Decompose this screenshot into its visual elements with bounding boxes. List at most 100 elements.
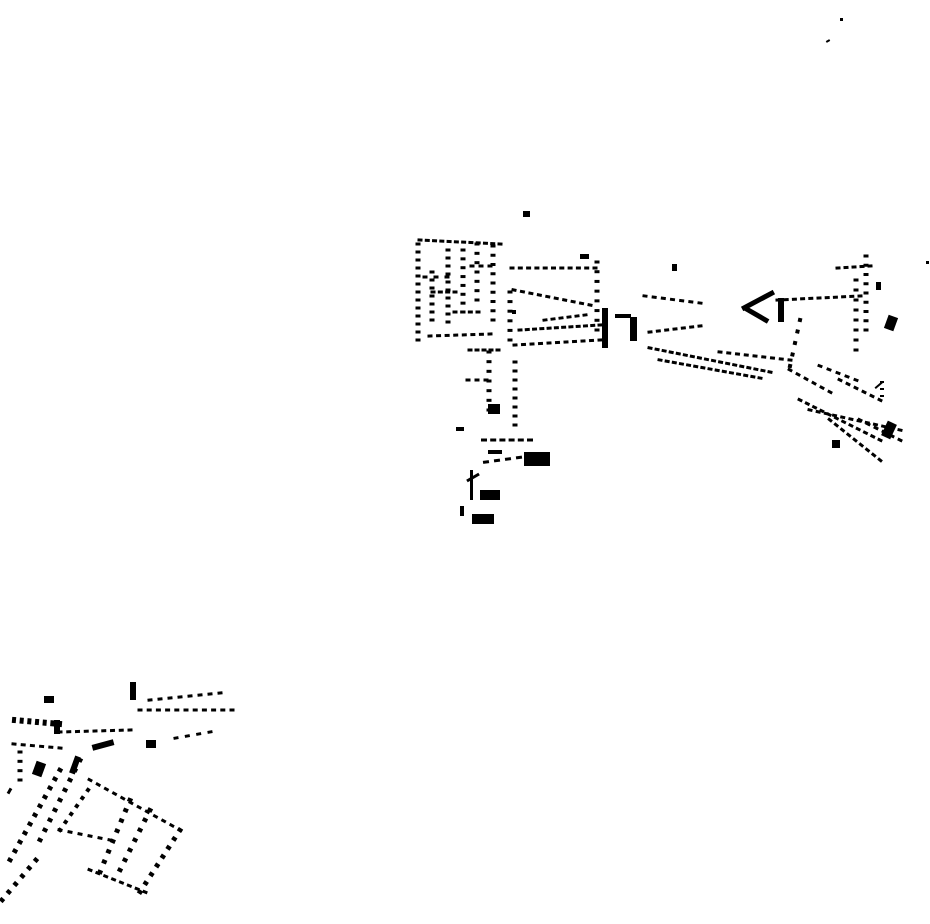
building-footprint (853, 338, 859, 342)
building-footprint (897, 437, 903, 443)
building-footprint (97, 836, 103, 840)
building-footprint (553, 296, 559, 301)
building-footprint (101, 858, 108, 865)
building-footprint (445, 256, 451, 260)
building-footprint (880, 388, 884, 390)
building-footprint (490, 263, 496, 266)
building-footprint (415, 314, 421, 318)
building-footprint (561, 298, 568, 302)
building-footprint (177, 695, 183, 699)
building-footprint (512, 396, 518, 400)
building-footprint (724, 361, 731, 366)
building-footprint (118, 880, 125, 885)
building-footprint (142, 889, 148, 895)
building-footprint (853, 288, 859, 292)
building-footprint (594, 260, 600, 264)
building-footprint (542, 318, 548, 322)
building-footprint (526, 266, 532, 270)
building-footprint (804, 401, 811, 407)
building-footprint (584, 266, 590, 270)
building-footprint (742, 305, 770, 324)
building-footprint (787, 363, 793, 369)
building-footprint (429, 302, 435, 306)
building-footprint (827, 389, 833, 395)
building-footprint (824, 295, 830, 300)
building-footprint (445, 264, 451, 268)
building-footprint (597, 323, 603, 327)
building-footprint (415, 266, 421, 270)
building-footprint (461, 333, 467, 337)
building-footprint (461, 240, 467, 244)
building-footprint (429, 278, 435, 282)
building-footprint (876, 282, 881, 290)
building-footprint (869, 393, 875, 399)
building-footprint (797, 397, 803, 403)
building-footprint (852, 437, 858, 443)
building-footprint (445, 304, 451, 308)
building-footprint (849, 294, 855, 299)
building-footprint (594, 279, 600, 283)
building-footprint (845, 381, 851, 387)
building-footprint (474, 378, 480, 382)
building-footprint (32, 856, 40, 864)
building-footprint (157, 697, 163, 701)
building-footprint (833, 422, 840, 428)
building-footprint (424, 238, 430, 242)
building-footprint (524, 327, 530, 332)
building-footprint (201, 708, 207, 712)
building-footprint (515, 455, 523, 460)
building-footprint (853, 298, 859, 302)
building-footprint (853, 328, 859, 332)
building-footprint (31, 812, 39, 818)
building-footprint (795, 329, 800, 334)
building-footprint (511, 288, 517, 292)
building-footprint (615, 314, 631, 318)
building-footprint (848, 417, 854, 422)
building-footprint (26, 821, 34, 827)
building-footprint (536, 293, 543, 297)
building-footprint (95, 782, 102, 788)
building-footprint (792, 340, 798, 346)
building-footprint (460, 310, 466, 314)
building-footprint (103, 786, 110, 792)
building-footprint (769, 356, 776, 360)
building-footprint (689, 325, 695, 329)
building-footprint (554, 340, 561, 345)
building-footprint (778, 298, 784, 322)
building-footprint (594, 270, 600, 274)
building-footprint (594, 318, 600, 322)
building-footprint (195, 732, 202, 736)
building-footprint (490, 309, 496, 313)
building-footprint (51, 807, 59, 813)
building-footprint (512, 369, 518, 373)
building-footprint (474, 298, 480, 302)
building-footprint (594, 299, 600, 303)
building-footprint (153, 862, 161, 869)
building-footprint (474, 348, 480, 352)
building-footprint (173, 736, 179, 740)
building-footprint (851, 265, 857, 269)
building-footprint (429, 294, 435, 298)
building-footprint (790, 352, 795, 357)
building-footprint (415, 322, 421, 326)
building-footprint (184, 734, 191, 738)
building-footprint (468, 240, 474, 245)
building-footprint (490, 244, 496, 248)
building-footprint (703, 357, 710, 362)
building-footprint (819, 385, 825, 391)
building-footprint (512, 378, 518, 382)
building-footprint (575, 324, 581, 329)
building-footprint (689, 354, 696, 359)
building-footprint (445, 272, 451, 276)
building-footprint (835, 266, 841, 270)
building-footprint (478, 332, 484, 336)
building-footprint (672, 327, 678, 331)
building-footprint (466, 472, 480, 483)
building-footprint (11, 742, 17, 746)
building-footprint (795, 371, 801, 377)
building-footprint (197, 693, 203, 697)
building-footprint (460, 506, 464, 516)
building-footprint (453, 240, 459, 244)
building-footprint (42, 719, 47, 726)
